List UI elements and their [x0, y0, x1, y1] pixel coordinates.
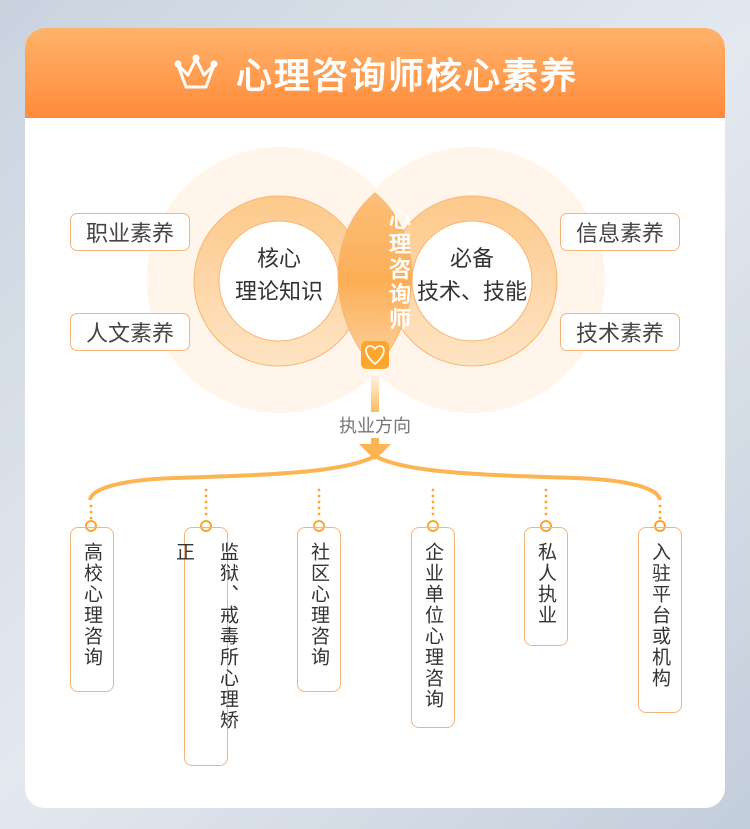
connector-dot — [317, 494, 321, 498]
connector-dot — [658, 516, 662, 520]
connector-dot — [204, 488, 208, 492]
direction-item: 企业单位心理咨询 — [411, 527, 455, 728]
connector-dot — [544, 506, 548, 510]
core-theory: 核心 理论知识 — [219, 243, 339, 309]
connector-node — [654, 520, 666, 532]
connector-dot — [544, 494, 548, 498]
tag-humanities: 人文素养 — [70, 313, 190, 351]
connector-dot — [89, 510, 93, 514]
connector-dot — [544, 512, 548, 516]
connector-node — [85, 520, 97, 532]
connector-dot — [658, 510, 662, 514]
connector-dot — [431, 500, 435, 504]
connector-node — [200, 520, 212, 532]
header: 心理咨询师核心素养 — [25, 28, 725, 118]
direction-item: 私人执业 — [524, 527, 568, 646]
stem-line — [371, 376, 379, 416]
connector-node — [427, 520, 439, 532]
connector-dot — [204, 494, 208, 498]
tag-technical: 技术素养 — [560, 313, 680, 351]
core-skills-line1: 必备 — [449, 247, 494, 272]
arrow-down-icon — [359, 444, 391, 460]
card: 心理咨询师核心素养 职业素养 人文素养 信息素养 技术素养 核心 理论知识 必备… — [25, 28, 725, 808]
connector-dot — [204, 512, 208, 516]
connector-dot — [317, 512, 321, 516]
connector-dot — [658, 504, 662, 508]
connector-dot — [431, 512, 435, 516]
connector-dot — [431, 494, 435, 498]
direction-item: 监狱、戒毒所心理矫正 — [173, 527, 239, 766]
connector-dot — [317, 500, 321, 504]
tag-professional: 职业素养 — [70, 213, 190, 251]
connector-dot — [544, 500, 548, 504]
core-skills: 必备 技术、技能 — [407, 243, 537, 309]
page-title: 心理咨询师核心素养 — [235, 56, 578, 97]
heart-stethoscope-icon — [361, 341, 389, 369]
connector-dot — [544, 488, 548, 492]
direction-item: 高校心理咨询 — [70, 527, 114, 692]
connector-dot — [204, 500, 208, 504]
direction-item: 入驻平台或机构 — [638, 527, 682, 713]
connector-dot — [317, 506, 321, 510]
connector-node — [540, 520, 552, 532]
center-label: 心理咨询师 — [388, 208, 411, 333]
core-theory-line1: 核心 — [256, 247, 301, 272]
diagram — [85, 147, 666, 532]
branch-curve — [88, 454, 376, 501]
crown-icon — [174, 54, 218, 89]
connector-dot — [89, 504, 93, 508]
connector-dot — [431, 506, 435, 510]
connector-dot — [317, 488, 321, 492]
core-skills-line2: 技术、技能 — [416, 280, 527, 305]
core-theory-line2: 理论知识 — [234, 280, 323, 305]
tag-information: 信息素养 — [560, 213, 680, 251]
connector-dot — [204, 506, 208, 510]
connectors — [85, 488, 666, 532]
connector-dot — [89, 516, 93, 520]
connector-dot — [431, 488, 435, 492]
direction-label: 执业方向 — [330, 412, 420, 438]
direction-item: 社区心理咨询 — [297, 527, 341, 692]
connector-node — [313, 520, 325, 532]
